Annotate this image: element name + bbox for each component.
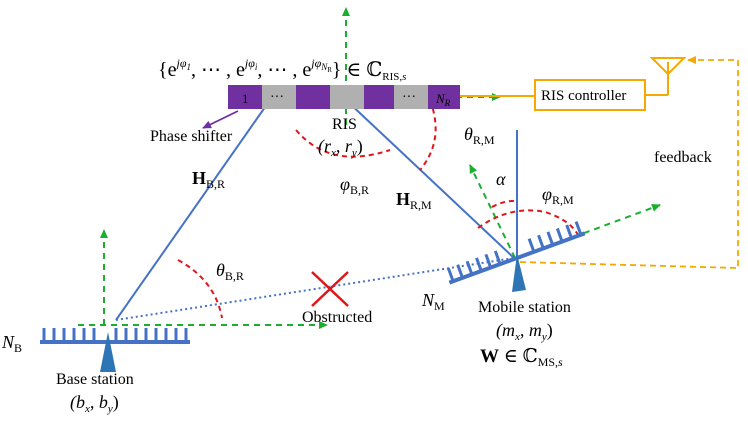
svg-text:NR: NR [435,91,451,108]
beamformer-set-label: W ∈ ℂMS,s [480,346,563,369]
ris-label: RIS [332,116,357,133]
phi-br-arc [295,129,391,158]
phi-rm-arc [477,209,579,236]
h-rm-label: HR,M [396,189,432,212]
base-station-label: Base station [56,371,134,388]
ms-pointer-icon [512,254,526,292]
obstructed-label: Obstructed [302,309,372,326]
ris-controller-label: RIS controller [541,88,626,104]
ris-panel: 1 ··· ··· NR [228,85,460,109]
n-m-label: NM [421,290,445,313]
bs-coordinates: (bx, by) [70,392,119,415]
channel-bs-ris [115,99,271,321]
phi-br-label: φB,R [340,174,369,197]
feedback-label: feedback [654,149,712,166]
obstruction-cross-icon [311,271,349,307]
bs-antenna-array [40,328,190,372]
h-br-label: HB,R [192,168,225,191]
ris-element-last: N [435,91,446,106]
alpha-arc [491,199,518,208]
ms-coordinates: (mx, my) [496,320,553,343]
phase-shifter-label: Phase shifter [150,128,233,145]
phi-rm-label: φR,M [542,184,574,207]
antenna-icon [649,57,687,76]
ris-element-dots: ··· [270,90,284,105]
ms-normal-axis [469,164,516,259]
theta-rm-label: θR,M [464,124,495,147]
phase-shifter-pointer [202,110,239,129]
mobile-station-label: Mobile station [478,299,571,316]
channel-ris-ms [345,99,515,259]
alpha-label: α [496,169,506,189]
ris-element-dots-2: ··· [402,90,416,105]
ris-phase-set: {ejφ1, ⋯ , ejφi, ⋯ , ejφNR} ∈ ℂRIS,s [158,56,406,83]
bs-pointer-icon [100,332,116,372]
blocked-direct-path [115,257,515,321]
ris-element-1: 1 [242,91,249,106]
ris-element-last-sub: R [444,98,451,108]
feedback-path [519,56,739,269]
ris-normal-arc [419,99,437,171]
theta-br-label: θB,R [216,260,244,283]
ris-controller-box [534,79,646,111]
n-b-label: NB [1,332,22,355]
ris-coordinates: (rx, ry) [318,136,363,159]
theta-br-arc [177,259,223,319]
